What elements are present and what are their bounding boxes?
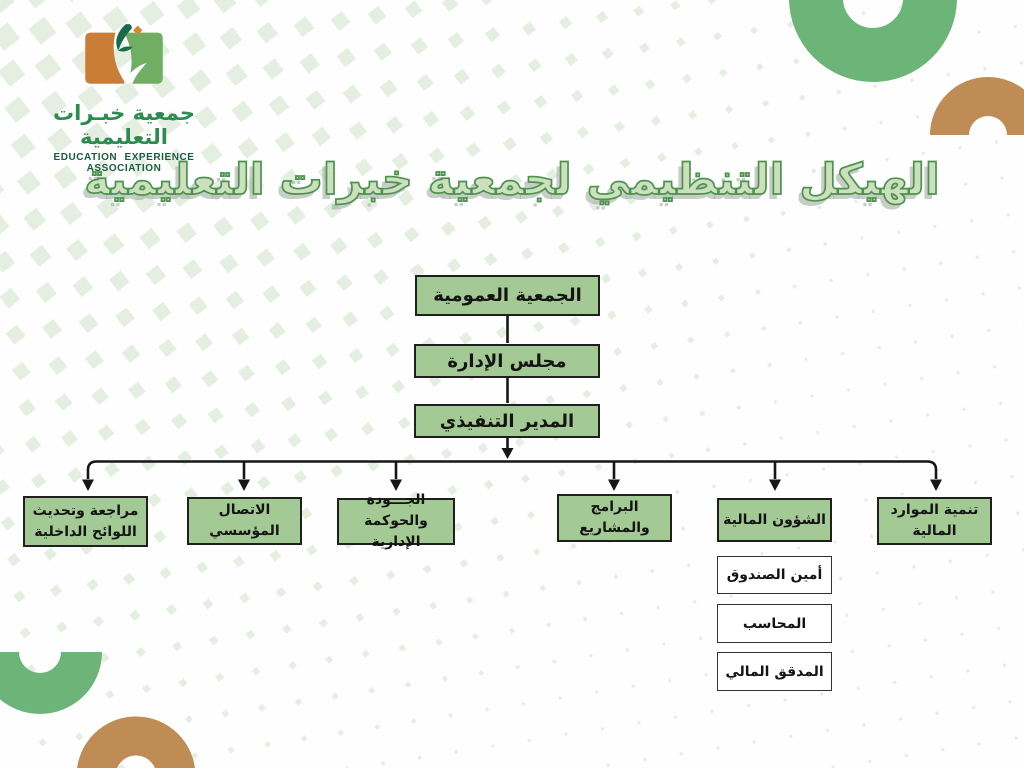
org-box-financial-affairs: الشؤون المالية [717,498,832,542]
tan-half-donut-right [930,77,1024,135]
org-box-treasurer: أمين الصندوق [717,556,832,594]
org-box-general-assembly: الجمعية العمومية [415,275,600,316]
logo: جمعية خبـرات التعليمية EDUCATION EXPERIE… [14,22,234,174]
org-box-institutional-communication: الاتصال المؤسسي [187,497,302,545]
org-box-regulations-review: مراجعة وتحديث اللوائح الداخلية [23,496,148,547]
org-box-accountant: المحاسب [717,604,832,643]
green-half-donut-bottom-left [0,652,102,714]
org-box-quality-governance: الجـــودة والحوكمة الإدارية [337,492,455,550]
tan-donut-bottom [77,716,195,768]
logo-arabic-name: جمعية خبـرات التعليمية [53,101,195,150]
org-box-financial-auditor: المدقق المالي [717,652,832,691]
org-box-executive-director: المدير التنفيذي [414,404,600,438]
org-box-financial-resources-development: تنمية الموارد المالية [877,497,992,545]
logo-mark-icon [85,24,163,84]
page-title: الهيكل التنظيمي لجمعية خبرات التعليمية [84,155,941,205]
logo-english-name: EDUCATION EXPERIENCE ASSOCIATION [53,152,195,175]
org-box-programs-projects: البرامج والمشاريع [557,494,672,542]
green-donut-top-right [789,0,957,82]
org-box-board-of-directors: مجلس الإدارة [414,344,600,378]
